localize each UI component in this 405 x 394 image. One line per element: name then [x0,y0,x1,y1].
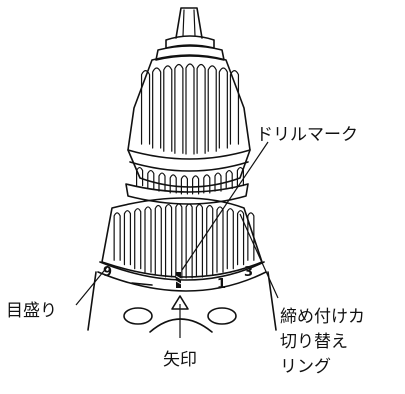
label-clutch-ring-line1: 締め付けカ [280,307,365,327]
grip-ridge [218,67,228,149]
grip-ridge [140,70,151,145]
dial-number-9: 9 [103,265,112,280]
grip-ridge [136,166,144,187]
grip-ridge [169,174,177,194]
label-arrow: 矢印 [163,350,197,370]
label-drill-mark: ドリルマーク [256,125,358,145]
grip-ridge [185,203,193,279]
grip-ridge [158,172,166,192]
grip-ridge [192,175,200,195]
grip-ridge [247,212,255,261]
grip-ridge [203,174,211,194]
leader-lines [75,141,279,338]
grip-ridge [214,172,222,192]
drill-housing [87,271,277,333]
grip-ridge [226,208,234,270]
grip-ridge [164,203,173,278]
grip-ridge [144,206,152,273]
dial-number-1: 1 [217,277,226,292]
grip-ridge [225,169,233,190]
grip-ridge [195,203,204,278]
leader-drill-mark [181,141,269,271]
grip-ridge [147,169,155,190]
grip-ridge [196,63,206,154]
label-scale: 目盛り [6,301,57,321]
grip-ridge [180,175,188,195]
dial-number-3: 3 [244,265,253,280]
label-clutch-ring-line3: リング [280,357,331,377]
leader-clutch-ring [239,213,279,299]
label-clutch-ring-line2: 切り替え [280,332,348,352]
grip-ridge [154,204,162,276]
chuck-tip [155,7,225,61]
grip-ridge [163,65,173,152]
grip-ridge [229,70,240,145]
drill-mark-icon [175,272,182,288]
grip-ridge [123,210,132,266]
clutch-ring [97,197,267,292]
grip-ridge [207,65,217,152]
chuck-sleeve [125,54,251,205]
grip-ridge [174,63,184,154]
dial-dash-mark [131,282,153,286]
grip-ridge [134,208,142,270]
grip-ridge [113,212,121,261]
dial-scale: 9 1 3 [103,265,253,292]
grip-ridge [236,210,245,266]
leader-scale [75,265,109,306]
grip-ridge [206,204,214,276]
grip-ridge [236,166,244,187]
grip-ridge [175,203,183,279]
grip-ridge [185,63,195,155]
grip-ridge [152,67,162,149]
